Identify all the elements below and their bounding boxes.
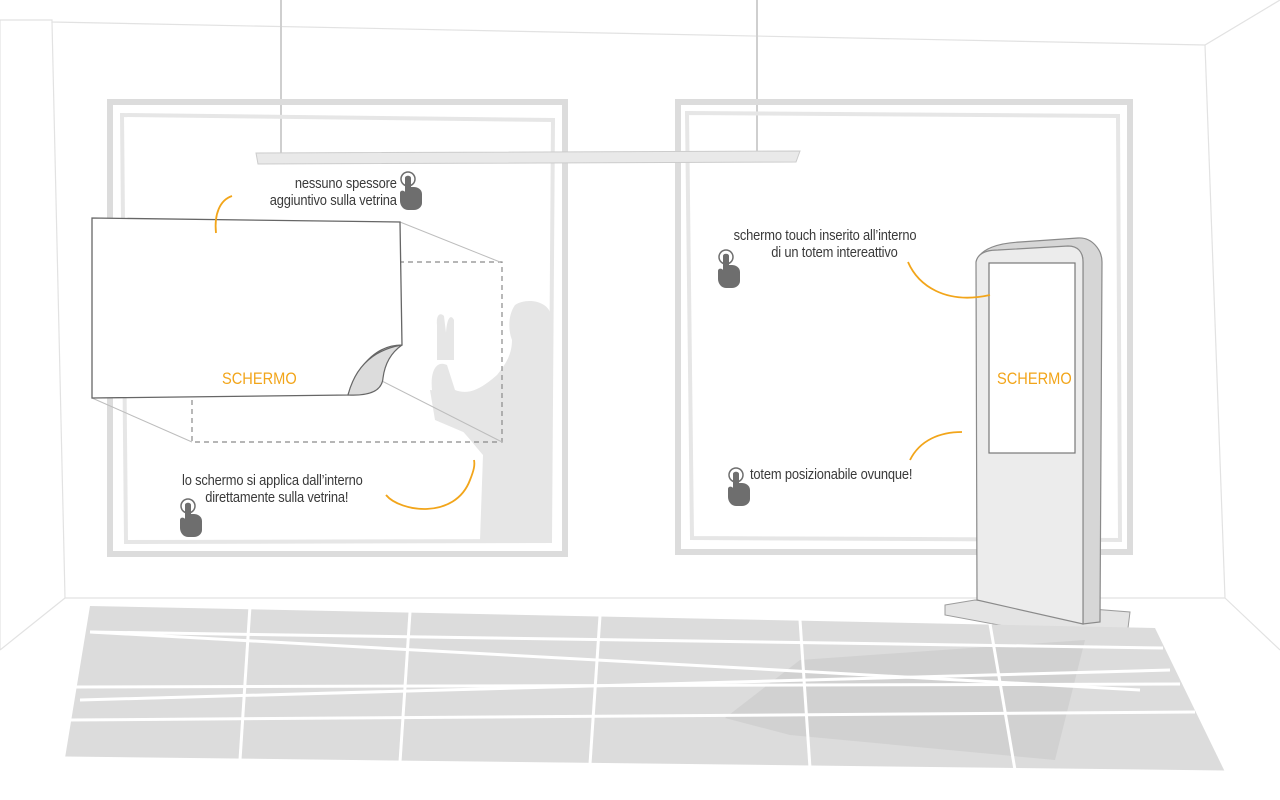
touch-hand-icon xyxy=(400,171,422,210)
floor xyxy=(64,605,1226,774)
note-touch-screen: schermo touch inserito all’interno di un… xyxy=(726,227,924,261)
note-line: schermo touch inserito all’interno xyxy=(733,227,917,244)
hanging-bar xyxy=(255,150,801,165)
callout-curve-touch-screen xyxy=(907,261,991,299)
right-window-frame xyxy=(675,99,1133,555)
callout-curve-applied-inside xyxy=(385,459,476,510)
callout-curve-no-thickness xyxy=(214,195,233,234)
touch-hand-icon xyxy=(728,467,750,506)
callout-curve-position-anywhere xyxy=(909,431,963,461)
note-line: aggiuntivo sulla vetrina xyxy=(269,192,397,209)
touch-hand-icon xyxy=(718,249,740,288)
note-line: di un totem intereattivo xyxy=(771,244,898,261)
note-applied-inside: lo schermo si applica dall’interno diret… xyxy=(182,472,363,506)
person-silhouette xyxy=(430,300,550,540)
note-no-thickness: nessuno spessore aggiuntivo sulla vetrin… xyxy=(270,175,397,209)
callout-curves xyxy=(214,195,991,510)
screen-label-left: SCHERMO xyxy=(222,369,297,388)
adhesive-screen-sheet xyxy=(91,217,403,399)
note-line: nessuno spessore xyxy=(295,175,397,192)
note-line: totem posizionabile ovunque! xyxy=(750,466,913,483)
ceiling-cables xyxy=(280,0,758,153)
touch-hand-icon xyxy=(180,498,202,537)
note-position-anywhere: totem posizionabile ovunque! xyxy=(750,466,912,483)
note-line: lo schermo si applica dall’interno xyxy=(182,472,363,489)
note-line: direttamente sulla vetrina! xyxy=(205,489,349,506)
screen-label-totem: SCHERMO xyxy=(997,369,1072,388)
